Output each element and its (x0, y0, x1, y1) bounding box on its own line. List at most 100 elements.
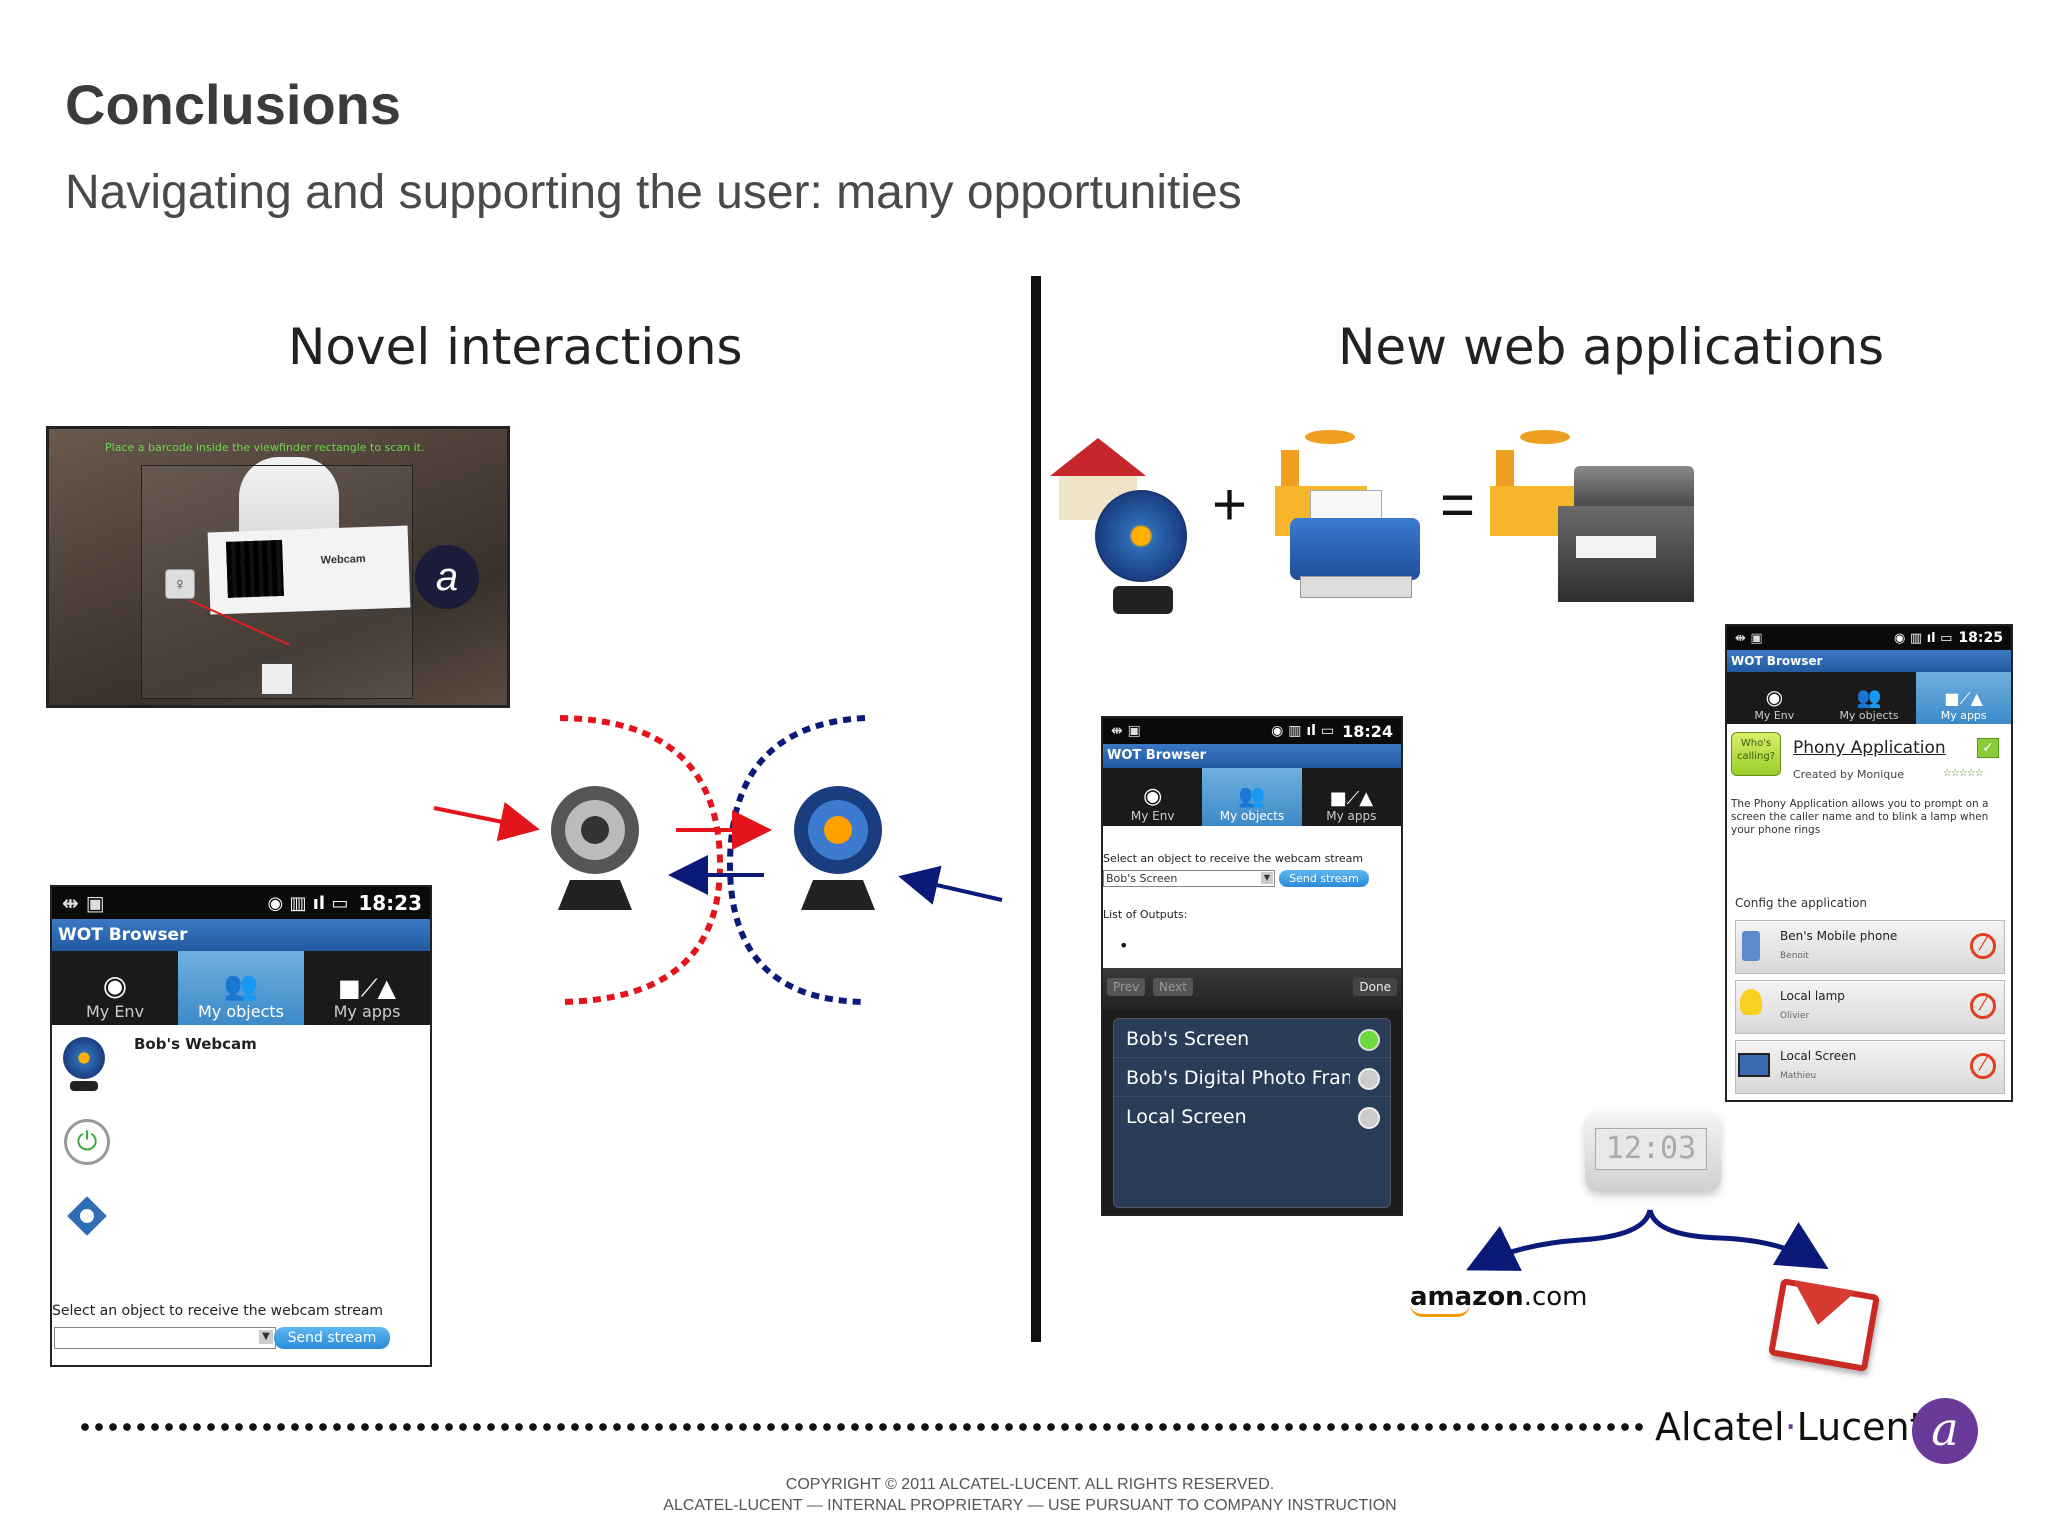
item-owner: Olivier (1780, 1011, 1810, 1021)
arrow-to-gmail (1647, 1209, 1829, 1270)
power-icon[interactable]: ⏻ (64, 1119, 110, 1165)
status-time: 18:23 (358, 891, 422, 915)
option-label: Bob's Digital Photo Fran (1126, 1067, 1350, 1089)
signal-icons: ◉ ▥ ıl ▭ (1271, 723, 1335, 739)
barcode-scan-photo: Place a barcode inside the viewfinder re… (46, 426, 510, 708)
amazon-logo: amazon.com (1410, 1282, 1587, 1317)
monitor-icon[interactable] (261, 663, 293, 695)
dpad-icon[interactable] (58, 1187, 116, 1245)
option-row[interactable]: Bob's Digital Photo Fran (1114, 1058, 1390, 1097)
signal-icons: ◉ ▥ ıl ▭ (1894, 630, 1953, 646)
send-stream-button[interactable]: Send stream (1279, 870, 1369, 887)
tab-label: My objects (1219, 809, 1285, 823)
webcam-home-icon (1095, 490, 1191, 620)
picker-nav-bar: Prev Next Done (1103, 968, 1401, 1010)
tab-my-env[interactable]: ◉ My Env (1727, 672, 1822, 724)
tab-bar: ◉ My Env 👥 My objects ■⟋▲ My apps (1103, 768, 1401, 826)
blue-arrow-in (898, 865, 1003, 905)
tab-my-apps[interactable]: ■⟋▲ My apps (1302, 768, 1401, 826)
slide-title: Conclusions (65, 73, 402, 136)
branch-arrows (1466, 1209, 1829, 1271)
alcatel-lucent-logo-icon: a (1912, 1398, 1978, 1464)
option-row[interactable]: Local Screen (1114, 1097, 1390, 1135)
object-select-dropdown[interactable]: ▼ (54, 1327, 276, 1349)
app-name-link[interactable]: Phony Application (1793, 738, 1946, 758)
dotted-rule (78, 1420, 1648, 1434)
tab-my-objects[interactable]: 👥 My objects (178, 951, 304, 1025)
tab-my-env[interactable]: ◉ My Env (52, 951, 178, 1025)
people-icon: 👥 (1856, 685, 1882, 709)
option-row[interactable]: Bob's Screen (1114, 1019, 1390, 1058)
app-description: The Phony Application allows you to prom… (1731, 798, 1989, 836)
copyright-line-1: COPYRIGHT © 2011 ALCATEL-LUCENT. ALL RIG… (785, 1476, 1275, 1493)
app-title-bar: WOT Browser (52, 919, 430, 951)
config-item-row[interactable]: Ben's Mobile phone Benoit ⁄ (1735, 920, 2005, 974)
equals-sign: = (1440, 471, 1476, 538)
printer-icon (1290, 490, 1425, 600)
blue-dashed-arc (726, 715, 866, 1005)
select-prompt: Select an object to receive the webcam s… (52, 1303, 384, 1319)
slide-subtitle: Navigating and supporting the user: many… (65, 166, 1242, 219)
shapes-icon: ■⟋▲ (1329, 788, 1374, 809)
amazon-suffix: .com (1523, 1282, 1588, 1312)
brand-left: Alcatel (1655, 1405, 1785, 1449)
lightbulb-icon[interactable]: ♀ (165, 569, 195, 599)
remove-icon[interactable]: ⁄ (1970, 1053, 1996, 1079)
people-icon: 👥 (1238, 784, 1266, 809)
item-name: Local Screen (1780, 1049, 1857, 1063)
status-time: 18:24 (1342, 721, 1393, 741)
vertical-divider (1031, 276, 1041, 1342)
tab-my-apps[interactable]: ■⟋▲ My apps (304, 951, 430, 1025)
output-bullet: • (1119, 936, 1129, 955)
amazon-word: amazon (1410, 1282, 1524, 1312)
tab-my-apps[interactable]: ■⟋▲ My apps (1916, 672, 2011, 724)
brand-right: Lucent (1796, 1405, 1925, 1449)
usb-icon: ⇹ ▣ (1111, 723, 1141, 739)
status-bar: ⇹ ▣ ◉ ▥ ıl ▭ 18:24 (1103, 718, 1401, 744)
eye-icon: ◉ (102, 969, 128, 1002)
tab-my-objects[interactable]: 👥 My objects (1822, 672, 1917, 724)
config-item-row[interactable]: Local Screen Mathieu ⁄ (1735, 1040, 2005, 1094)
plus-sign: + (1212, 471, 1248, 538)
eye-icon: ◉ (1143, 784, 1163, 809)
alcatel-logo-sticker: a (415, 545, 479, 609)
tab-my-env[interactable]: ◉ My Env (1103, 768, 1202, 826)
select-prompt: Select an object to receive the webcam s… (1103, 852, 1364, 865)
webcam-grey-icon (551, 786, 639, 910)
picker-panel: Prev Next Done Bob's Screen Bob's Digita… (1103, 968, 1401, 1214)
send-stream-button[interactable]: Send stream (274, 1327, 390, 1349)
done-button[interactable]: Done (1353, 978, 1397, 996)
alarm-clock-icon: 12:03 (1585, 1112, 1721, 1192)
remove-icon[interactable]: ⁄ (1970, 993, 1996, 1019)
tab-label: My Env (85, 1002, 145, 1021)
prev-button[interactable]: Prev (1107, 978, 1146, 996)
whos-calling-badge: Who's calling? (1731, 732, 1781, 776)
signal-icons: ◉ ▥ ıl ▭ (267, 892, 349, 914)
object-select-dropdown[interactable]: Bob's Screen ▼ (1103, 870, 1275, 887)
lamp-icon (1740, 989, 1762, 1015)
amazon-smile-icon (1410, 1304, 1470, 1317)
phone-screen-middle: ⇹ ▣ ◉ ▥ ıl ▭ 18:24 WOT Browser ◉ My Env … (1101, 716, 1403, 1216)
tab-my-objects[interactable]: 👥 My objects (1202, 768, 1302, 826)
multifunction-printer-icon (1548, 466, 1698, 602)
status-bar: ⇹ ▣ ◉ ▥ ıl ▭ 18:23 (52, 887, 430, 919)
config-item-row[interactable]: Local lamp Olivier ⁄ (1735, 980, 2005, 1034)
config-label: Config the application (1735, 896, 1868, 910)
remove-icon[interactable]: ⁄ (1970, 933, 1996, 959)
shapes-icon: ■⟋▲ (338, 974, 396, 1002)
tab-label: My Env (1130, 809, 1175, 823)
tab-bar: ◉ My Env 👥 My objects ■⟋▲ My apps (52, 951, 430, 1025)
house-icon (1050, 438, 1146, 520)
next-button[interactable]: Next (1153, 978, 1193, 996)
checkbox-checked-icon[interactable]: ✓ (1977, 738, 1999, 758)
qr-code (225, 539, 284, 598)
tab-label: My Env (1754, 709, 1795, 722)
copyright-line-2: ALCATEL-LUCENT — INTERNAL PROPRIETARY — … (663, 1497, 1397, 1514)
radio-selected-icon (1358, 1029, 1380, 1051)
webcam-small-icon[interactable] (60, 1037, 108, 1093)
item-owner: Benoit (1780, 951, 1809, 961)
outputs-label: List of Outputs: (1103, 908, 1188, 921)
option-label: Bob's Screen (1126, 1028, 1250, 1050)
section-title-novel-interactions: Novel interactions (288, 318, 743, 376)
tag-card: Webcam (207, 525, 411, 615)
